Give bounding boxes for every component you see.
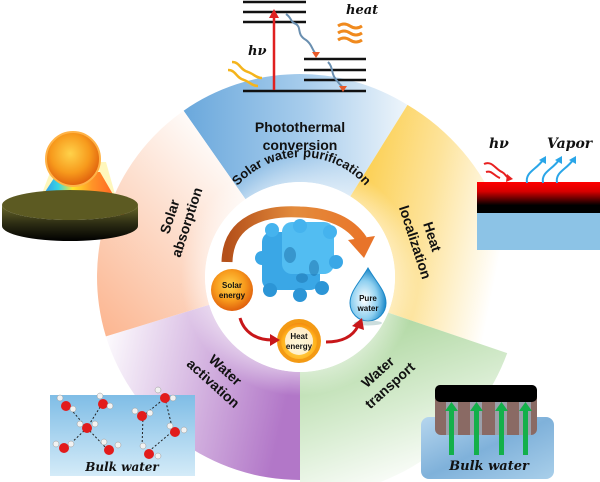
water-layer — [477, 213, 600, 250]
svg-text:energy: energy — [219, 291, 246, 300]
svg-text:water: water — [357, 304, 379, 313]
heat-wave-icon — [337, 22, 363, 44]
capillary-arrows-icon — [445, 402, 532, 455]
svg-text:energy: energy — [286, 342, 313, 351]
heat-hv-label: hν — [489, 136, 509, 152]
water-activation-panel: Bulk water — [50, 386, 195, 476]
label-photothermal: Photothermal conversion — [255, 119, 345, 153]
svg-text:Photothermal: Photothermal — [255, 119, 345, 135]
arrow-solar-to-heat — [238, 317, 273, 342]
photothermal-hv-label: hν — [248, 44, 266, 59]
arrow-heat-to-water — [325, 325, 360, 344]
heat-localization-panel: hν Vapor — [477, 136, 600, 250]
svg-text:Heat: Heat — [290, 332, 308, 341]
svg-text:Pure: Pure — [359, 294, 377, 303]
photothermal-heat-label: heat — [346, 3, 378, 18]
porous-material-icon — [255, 219, 343, 302]
water-molecule — [59, 393, 180, 459]
solar-absorption-panel — [2, 131, 138, 241]
water-transport-panel: Bulk water — [421, 385, 554, 479]
arc-arrow-head — [348, 236, 375, 258]
vapor-label: Vapor — [547, 136, 594, 152]
absorber-disk — [2, 205, 138, 241]
light-wave-icon — [231, 60, 263, 80]
transport-caption: Bulk water — [448, 459, 530, 474]
svg-text:Solar: Solar — [222, 281, 242, 290]
activation-caption: Bulk water — [84, 460, 160, 474]
heat-energy-icon: Heat energy — [277, 319, 321, 363]
svg-text:conversion: conversion — [263, 137, 338, 153]
sun-icon — [45, 131, 101, 187]
vapor-arrows-icon — [525, 159, 574, 184]
photothermal-panel: hν heat — [227, 0, 378, 93]
arc-arrow — [221, 206, 367, 263]
absorber-layer — [477, 182, 600, 213]
solar-energy-icon: Solar energy — [211, 269, 253, 311]
